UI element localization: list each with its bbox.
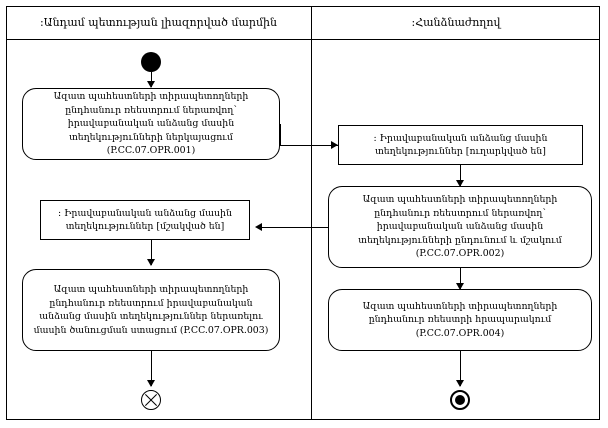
swimlane-header-left: :Անդամ պետության լիազորված մարմին <box>39 16 278 29</box>
connector-signal-sent-to-activity2 <box>460 165 461 187</box>
connector-activity2-to-activity4 <box>460 268 461 290</box>
connector-activity3-to-flow-final <box>151 351 152 386</box>
signal-node-info-sent[interactable]: : Իրավաբանական անձանց մասին տեղեկություն… <box>338 125 583 165</box>
activity-node-opr-002[interactable]: Ազատ պահեստների տիրապետողների ընդհանուր … <box>328 186 592 268</box>
connector-activity2-to-signal-processed-h <box>261 227 328 228</box>
arrowhead-down-activity2-activity4 <box>456 283 464 290</box>
arrowhead-down-activity4-end <box>456 380 464 387</box>
swimlane-header-divider <box>6 39 600 40</box>
connector-activity4-to-activity-final <box>460 351 461 386</box>
arrowhead-left-to-signal-processed <box>255 223 262 231</box>
activity-final-node <box>450 390 470 410</box>
connector-activity1-to-signal-sent-h <box>280 145 338 146</box>
arrowhead-down-signal-activity3 <box>147 259 155 266</box>
activity-node-opr-003-label: Ազատ պահեստների տիրապետողների ընդհանուր … <box>33 284 269 336</box>
activity-node-opr-004[interactable]: Ազատ պահեստների տիրապետողների ընդհանուր … <box>328 289 592 351</box>
arrowhead-down-signal-activity2 <box>456 180 464 187</box>
activity-node-opr-003[interactable]: Ազատ պահեստների տիրապետողների ընդհանուր … <box>22 269 280 351</box>
swimlane-header-right: :Հանձնաժողով <box>411 16 501 29</box>
signal-node-info-processed[interactable]: : Իրավաբանական անձանց մասին տեղեկություն… <box>40 200 250 240</box>
activity-node-opr-001[interactable]: Ազատ պահեստների տիրապետողների ընդհանուր … <box>22 88 280 160</box>
signal-node-info-sent-label: : Իրավաբանական անձանց մասին տեղեկություն… <box>373 132 548 158</box>
flow-final-node <box>141 390 161 410</box>
connector-activity1-to-signal-sent-v <box>280 124 281 146</box>
connector-start-to-activity1 <box>151 72 152 87</box>
arrowhead-down-start-activity1 <box>147 81 155 88</box>
activity-node-opr-004-label: Ազատ պահեստների տիրապետողների ընդհանուր … <box>362 300 558 339</box>
activity-node-opr-001-label: Ազատ պահեստների տիրապետողների ընդհանուր … <box>53 91 249 157</box>
signal-node-info-processed-label: : Իրավաբանական անձանց մասին տեղեկություն… <box>58 207 232 233</box>
arrowhead-down-activity3-end <box>147 380 155 387</box>
activity-node-opr-002-label: Ազատ պահեստների տիրապետողների ընդհանուր … <box>358 194 562 260</box>
arrowhead-right-to-signal-sent <box>331 141 338 149</box>
swimlane-vertical-divider <box>311 6 312 420</box>
connector-signal-processed-to-activity3 <box>151 240 152 265</box>
initial-node <box>141 52 161 72</box>
